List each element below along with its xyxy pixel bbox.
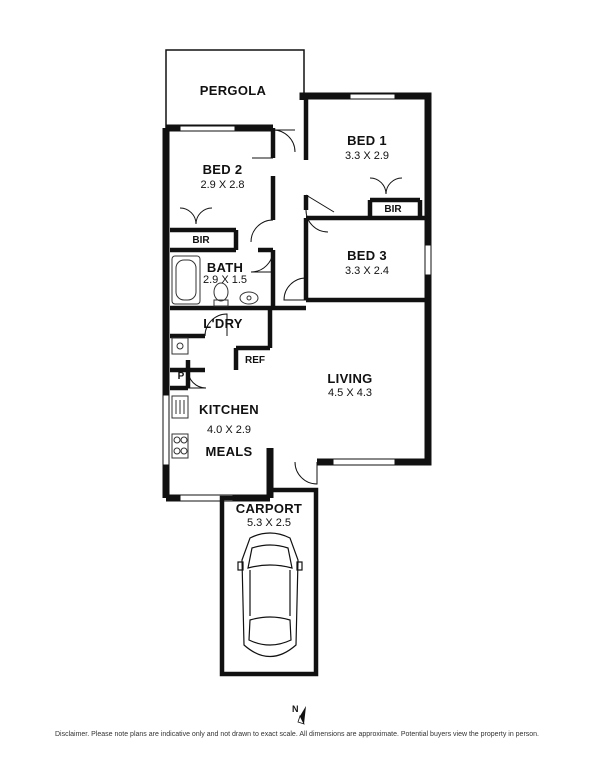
laundry-label: L'DRY	[203, 316, 243, 331]
bath-dimensions: 2.9 X 1.5	[202, 274, 248, 286]
bir-left-label: BIR	[192, 235, 210, 246]
pergola-outline	[165, 49, 305, 128]
carport-label: CARPORT	[235, 501, 303, 516]
bed3-label: BED 3	[347, 248, 387, 263]
car-icon	[237, 532, 303, 658]
doors	[179, 129, 403, 485]
pergola-label: PERGOLA	[199, 83, 267, 98]
north-arrow-icon	[297, 706, 306, 725]
north-label: N	[292, 704, 299, 714]
windows	[162, 93, 432, 502]
bed3-dimensions: 3.3 X 2.4	[344, 265, 390, 277]
carport-outline	[219, 487, 319, 677]
interior-walls	[170, 96, 428, 391]
bir-right-label: BIR	[384, 204, 402, 215]
kitchen-dimensions: 4.0 X 2.9	[206, 424, 252, 436]
kitchen-label: KITCHEN	[199, 402, 259, 417]
laundry-tub	[171, 337, 189, 355]
bed1-dimensions: 3.3 X 2.9	[344, 150, 390, 162]
bed2-label: BED 2	[202, 162, 243, 177]
meals-label: MEALS	[205, 444, 253, 459]
bath-fixtures	[171, 255, 259, 307]
bed2-dimensions: 2.9 X 2.8	[200, 179, 245, 191]
disclaimer: Disclaimer. Please note plans are indica…	[54, 731, 540, 738]
living-dimensions: 4.5 X 4.3	[327, 387, 373, 399]
pantry-label: P	[177, 371, 185, 382]
kitchen-fixtures	[171, 395, 189, 459]
bath-label: BATH	[206, 260, 244, 275]
carport-dimensions: 5.3 X 2.5	[246, 517, 292, 529]
bed1-label: BED 1	[347, 133, 387, 148]
living-label: LIVING	[327, 371, 373, 386]
ref-label: REF	[245, 355, 265, 366]
